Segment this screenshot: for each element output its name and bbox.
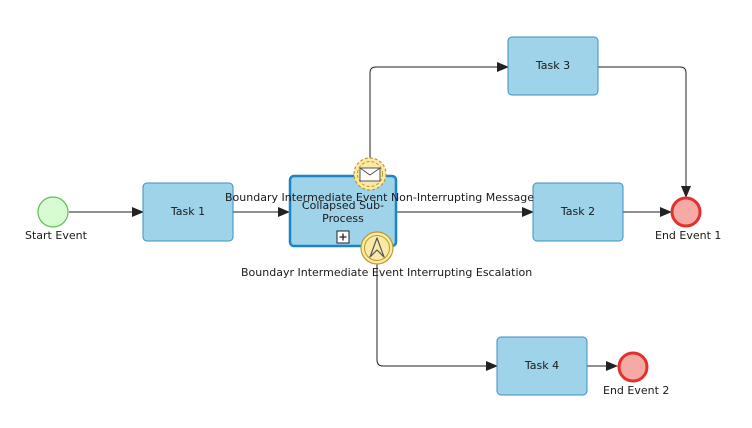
envelope-icon [359,167,381,182]
boundary-message-label: Boundary Intermediate Event Non-Interrup… [225,191,534,204]
plus-box-icon[interactable] [336,230,350,244]
start-event-label: Start Event [25,229,87,242]
collapsed-subprocess[interactable] [288,174,398,248]
subprocess-label-line2: Process [322,212,364,225]
flow-task3-end1[interactable] [598,66,691,198]
task-1[interactable] [142,182,234,242]
subprocess-label-line1: Collapsed Sub- [301,199,385,212]
boundary-message-event[interactable] [353,157,387,191]
task-3-label: Task 3 [535,59,571,72]
start-event[interactable] [37,196,69,228]
end-event-2[interactable] [617,351,649,383]
task-4[interactable] [496,336,588,396]
task-2[interactable] [532,182,624,242]
escalation-arrow-icon [369,237,385,258]
flow-message-task3[interactable] [369,62,509,158]
task-1-label: Task 1 [170,205,206,218]
task-4-label: Task 4 [524,359,560,372]
task-2-label: Task 2 [560,205,596,218]
boundary-escalation-label: Boundayr Intermediate Event Interrupting… [241,266,533,279]
flow-escalation-task4[interactable] [376,263,498,371]
task-3[interactable] [507,36,599,96]
end-event-2-label: End Event 2 [603,384,670,397]
end-event-1[interactable] [670,196,702,228]
boundary-escalation-event[interactable] [360,231,394,265]
end-event-1-label: End Event 1 [655,229,722,242]
